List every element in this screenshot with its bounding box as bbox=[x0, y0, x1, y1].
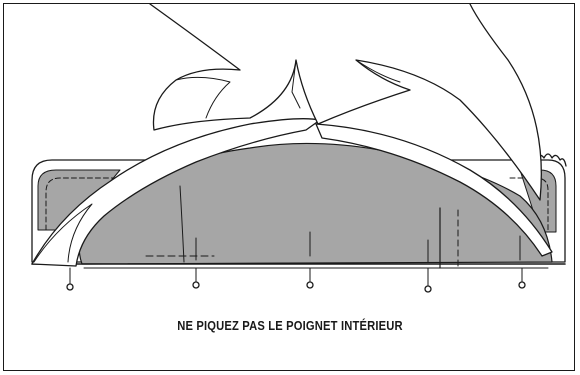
pin-marker-3 bbox=[307, 282, 313, 288]
pin-marker-4 bbox=[425, 286, 431, 292]
pin-marker-5 bbox=[519, 282, 525, 288]
instruction-caption: NE PIQUEZ PAS LE POIGNET INTÉRIEUR bbox=[41, 318, 540, 333]
cuff-sewing-illustration bbox=[0, 0, 580, 300]
pin-marker-2 bbox=[193, 282, 199, 288]
pin-marker-group bbox=[67, 268, 525, 292]
pin-marker-1 bbox=[67, 284, 73, 290]
